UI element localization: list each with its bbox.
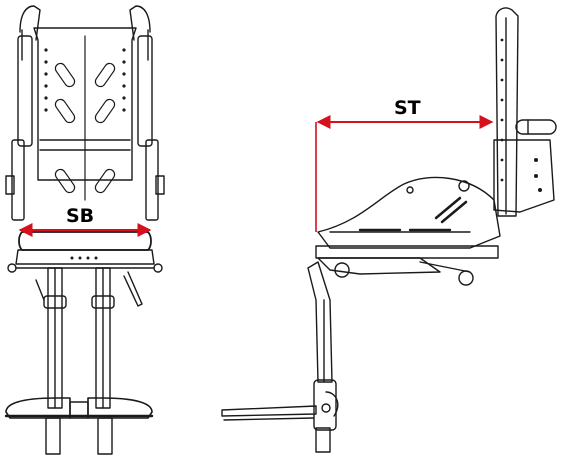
seat-width-dimension: SB [18,205,152,237]
seat-depth-dimension: ST [315,97,494,232]
seat-depth-label: ST [394,97,421,119]
front-view-drawing [4,5,165,455]
seat-width-label: SB [66,205,94,227]
side-view-drawing [221,7,557,453]
